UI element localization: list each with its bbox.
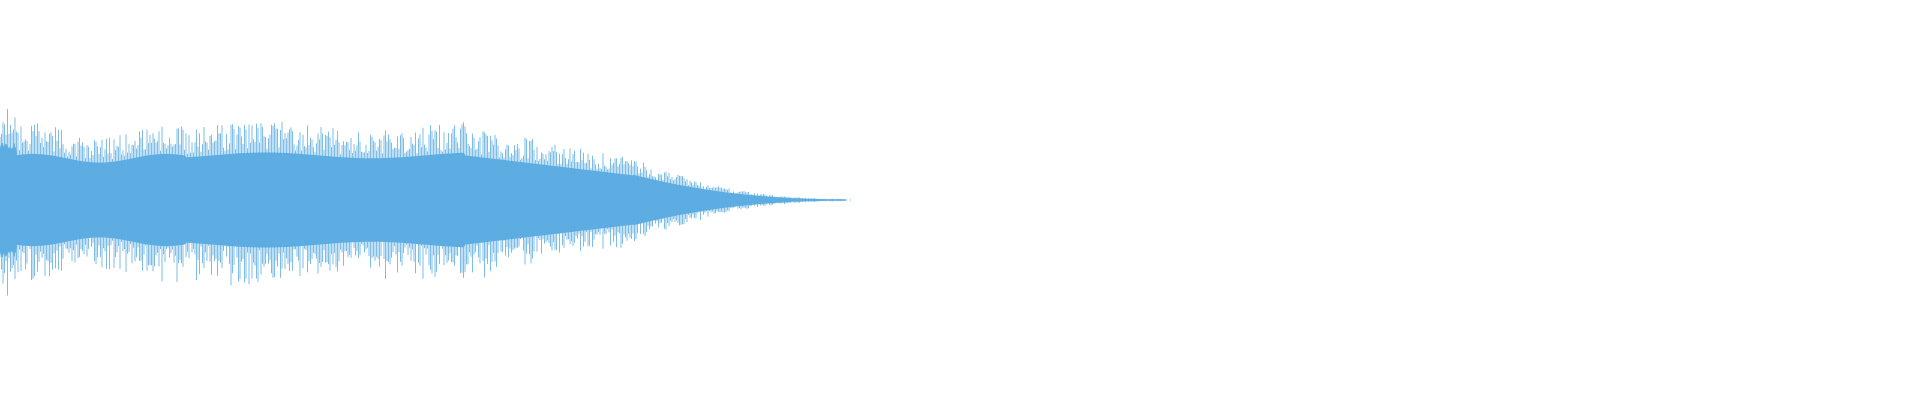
waveform-bars: [0, 109, 851, 296]
